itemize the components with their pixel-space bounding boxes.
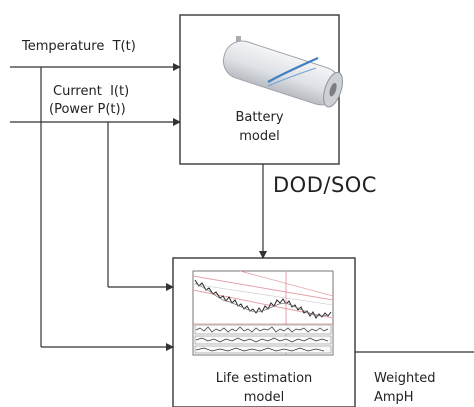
life-model-title-line1: Life estimation bbox=[215, 371, 313, 386]
output-label-line2: AmpH bbox=[374, 390, 414, 405]
battery-model-title-line1: Battery bbox=[235, 110, 284, 125]
life-model-title: Life estimation model bbox=[180, 369, 348, 407]
dod-soc-label: DOD/SOC bbox=[273, 173, 377, 197]
stock-chart-thumbnail bbox=[192, 270, 334, 356]
output-label-line1: Weighted bbox=[374, 371, 436, 386]
battery-cell-image bbox=[222, 36, 343, 108]
power-label: (Power P(t)) bbox=[49, 102, 126, 117]
battery-model-title: Battery model bbox=[180, 108, 339, 146]
temperature-label: Temperature T(t) bbox=[22, 39, 136, 54]
battery-model-title-line2: model bbox=[239, 129, 280, 144]
current-label: Current I(t) bbox=[53, 84, 130, 99]
life-model-title-line2: model bbox=[243, 390, 285, 405]
output-label: Weighted AmpH bbox=[374, 369, 436, 407]
